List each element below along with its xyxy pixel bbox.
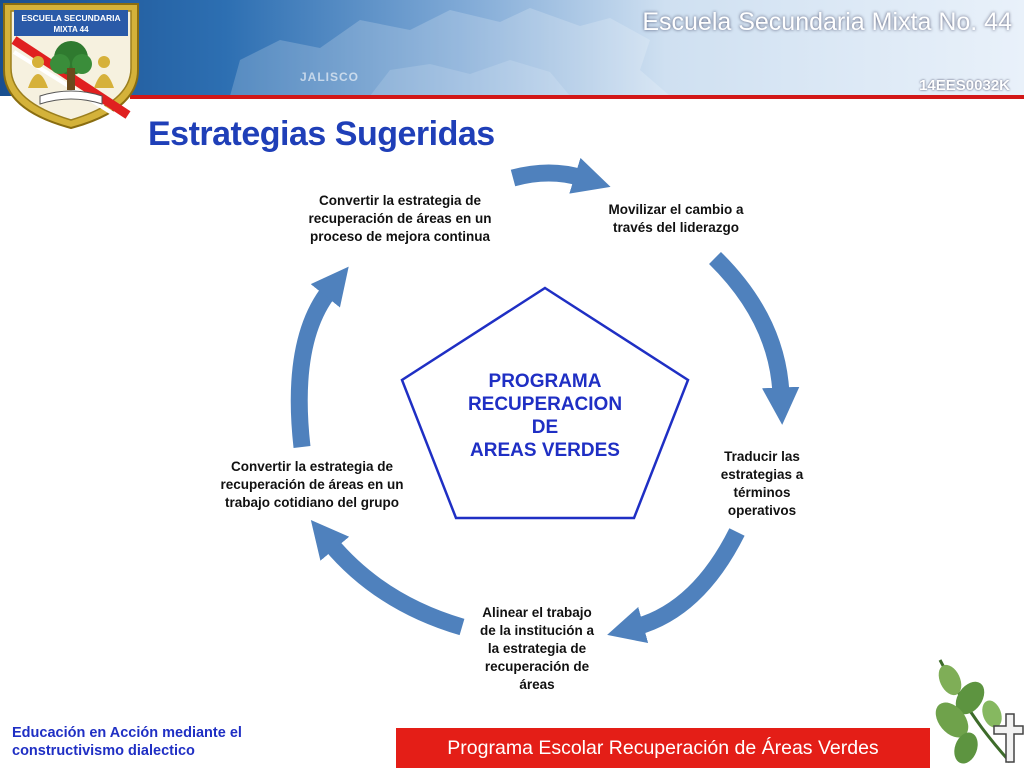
footer-tagline: Educación en Acción mediante el construc…	[12, 724, 242, 760]
step-3-line-4: operativos	[727, 503, 797, 518]
center-pentagon	[400, 286, 690, 520]
map-silhouette-icon	[230, 8, 670, 96]
step-4-line-5: áreas	[519, 677, 555, 692]
step-2-line-2: través del liderazgo	[612, 220, 740, 235]
step-5-line-1: Convertir la estrategia de	[230, 459, 394, 474]
step-align-institution: Alinear el trabajo de la institución a l…	[465, 604, 609, 694]
cycle-arrow-3	[607, 528, 745, 644]
footer-program-label: Programa Escolar Recuperación de Áreas V…	[447, 736, 879, 759]
center-program-label: PROGRAMA RECUPERACION DE AREAS VERDES	[440, 370, 650, 462]
cycle-arrow-5	[290, 266, 349, 448]
school-logo-icon: ESCUELA SECUNDARIA MIXTA 44	[3, 3, 139, 130]
step-daily-work: Convertir la estrategia de recuperación …	[197, 458, 427, 512]
cycle-arrow-4	[310, 520, 465, 636]
plant-cross-icon	[935, 659, 1024, 764]
step-continuous-improvement: Convertir la estrategia de recuperación …	[285, 192, 515, 246]
header-banner: JALISCO Escuela Secundaria Mixta No. 44 …	[0, 0, 1024, 96]
school-code: 14EES0032K	[919, 77, 1010, 94]
school-name: Escuela Secundaria Mixta No. 44	[642, 8, 1012, 36]
step-3-line-1: Traducir las	[724, 449, 800, 464]
footer-program-bar: Programa Escolar Recuperación de Áreas V…	[396, 728, 930, 768]
step-leadership: Movilizar el cambio a través del lideraz…	[593, 201, 759, 237]
step-4-line-3: la estrategia de	[487, 641, 587, 656]
step-4-line-4: recuperación de	[484, 659, 590, 674]
step-3-line-2: estrategias a	[720, 467, 804, 482]
center-line-3: DE	[531, 417, 559, 438]
step-5-line-2: recuperación de áreas en un	[220, 477, 404, 492]
logo-text-2: MIXTA 44	[53, 25, 89, 34]
header-rule	[130, 95, 1024, 99]
step-5-line-3: trabajo cotidiano del grupo	[224, 495, 399, 510]
step-3-line-3: términos	[733, 485, 791, 500]
step-2-line-1: Movilizar el cambio a	[608, 202, 744, 217]
footer-tagline-line-2: constructivismo dialectico	[12, 743, 195, 759]
page-title: Estrategias Sugeridas	[148, 115, 495, 153]
step-4-line-1: Alinear el trabajo	[482, 605, 592, 620]
center-line-2: RECUPERACION	[467, 394, 623, 415]
step-1-line-3: proceso de mejora continua	[309, 229, 491, 244]
step-1-line-2: recuperación de áreas en un	[308, 211, 492, 226]
cycle-arrow-1	[510, 157, 611, 194]
step-operational-terms: Traducir las estrategias a términos oper…	[704, 448, 820, 520]
step-1-line-1: Convertir la estrategia de	[318, 193, 482, 208]
center-line-4: AREAS VERDES	[470, 440, 620, 461]
step-4-line-2: de la institución a	[479, 623, 595, 638]
logo-text-1: ESCUELA SECUNDARIA	[21, 13, 120, 23]
map-label: JALISCO	[300, 70, 360, 84]
center-line-1: PROGRAMA	[488, 371, 602, 392]
cycle-arrow-2	[709, 251, 800, 425]
footer-tagline-line-1: Educación en Acción mediante el	[12, 725, 242, 741]
